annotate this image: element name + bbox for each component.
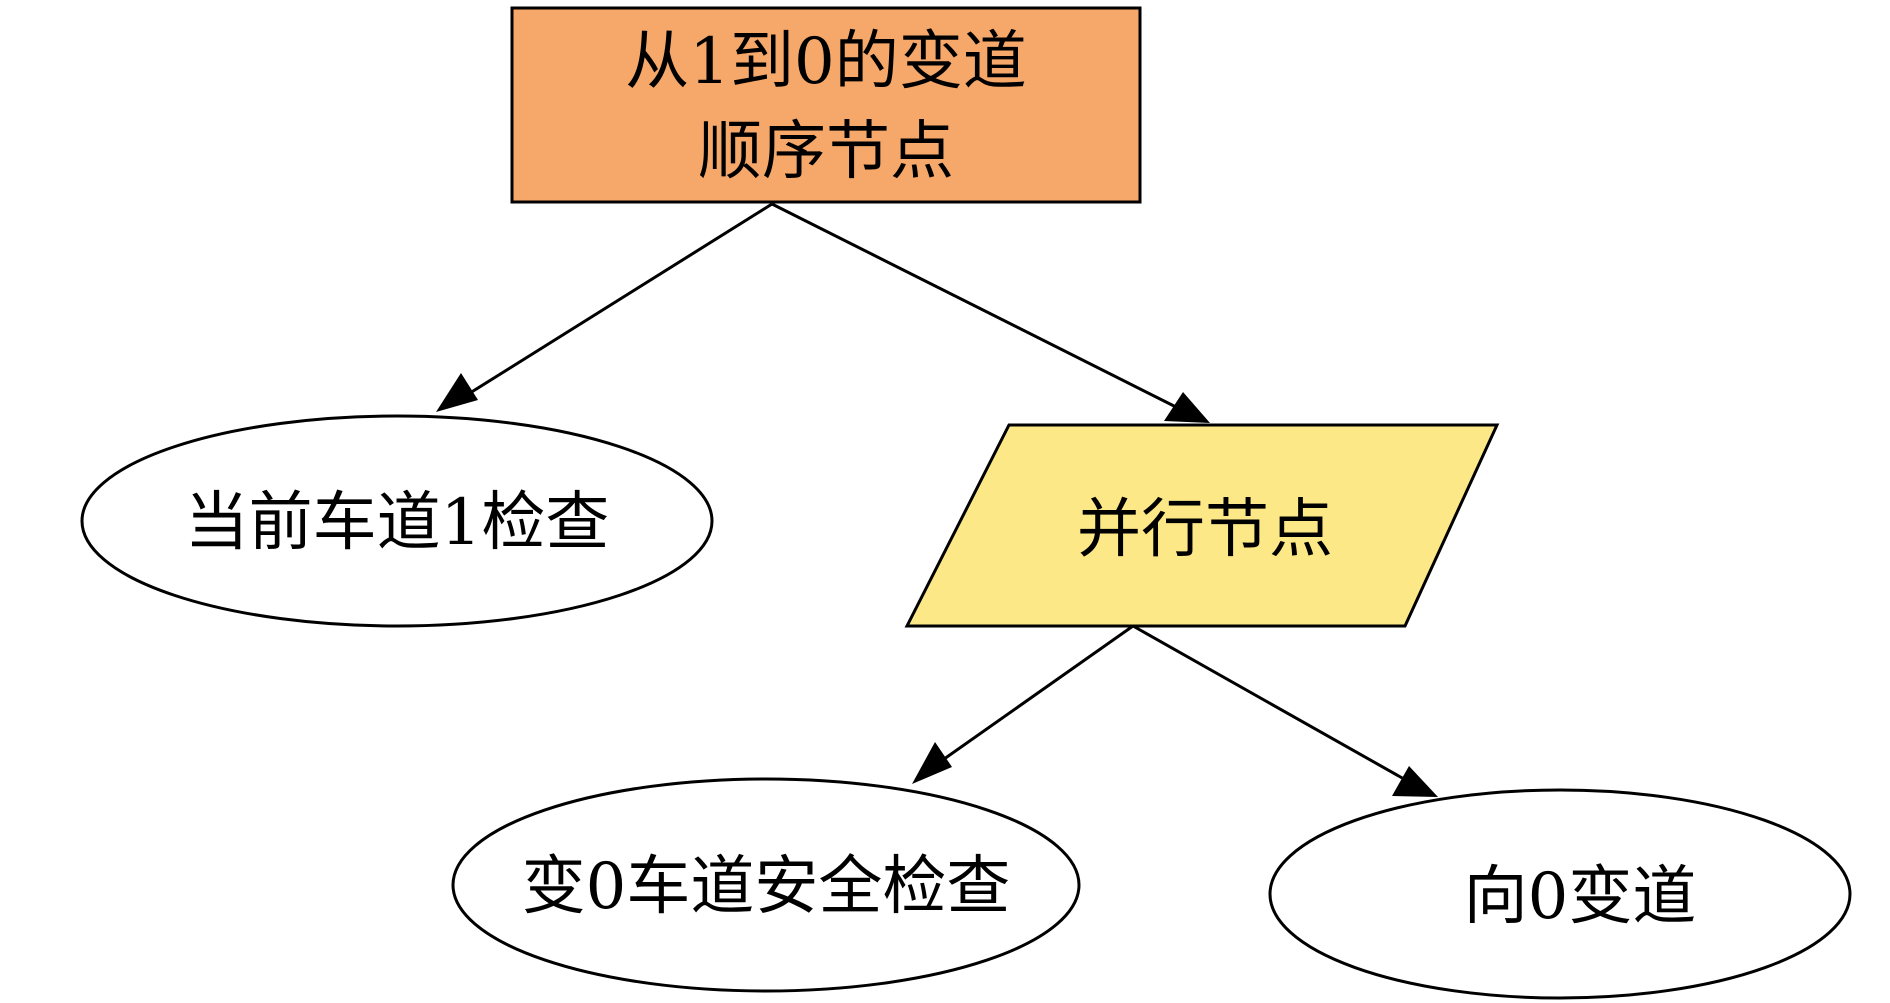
- root-node-subtitle: 顺序节点: [698, 115, 954, 189]
- root-node-title: 从1到0的变道: [625, 25, 1026, 99]
- root-node-box: [510, 6, 1142, 204]
- arrowhead-check-current-lane: [436, 373, 478, 412]
- change-lane-ellipse: [1268, 788, 1852, 1000]
- arrowhead-change-lane: [1392, 766, 1438, 797]
- arrowhead-safety-check: [912, 742, 952, 784]
- edge-parallel-to-change-lane: [1132, 624, 1405, 781]
- arrowhead-parallel: [1164, 392, 1210, 423]
- check-current-lane-node: 当前车道1检查: [80, 414, 714, 628]
- safety-check-ellipse: [451, 777, 1081, 993]
- change-lane-label: 向0变道: [1464, 860, 1697, 934]
- edge-parallel-to-safety-check: [936, 624, 1134, 766]
- parallel-node-shape: [904, 423, 1500, 628]
- parallel-node-label: 并行节点: [1077, 493, 1333, 567]
- safety-check-label: 变0车道安全检查: [522, 850, 1011, 924]
- check-current-lane-ellipse: [80, 414, 714, 628]
- edge-root-to-check-current-lane: [461, 202, 773, 400]
- edge-root-to-parallel: [771, 202, 1183, 412]
- change-lane-node: 向0变道: [1268, 788, 1852, 1000]
- root-sequence-node: 从1到0的变道 顺序节点: [510, 6, 1142, 204]
- parallel-node: 并行节点: [904, 423, 1500, 628]
- safety-check-node: 变0车道安全检查: [451, 777, 1081, 993]
- edges: [436, 202, 1438, 797]
- check-current-lane-label: 当前车道1检查: [185, 486, 610, 560]
